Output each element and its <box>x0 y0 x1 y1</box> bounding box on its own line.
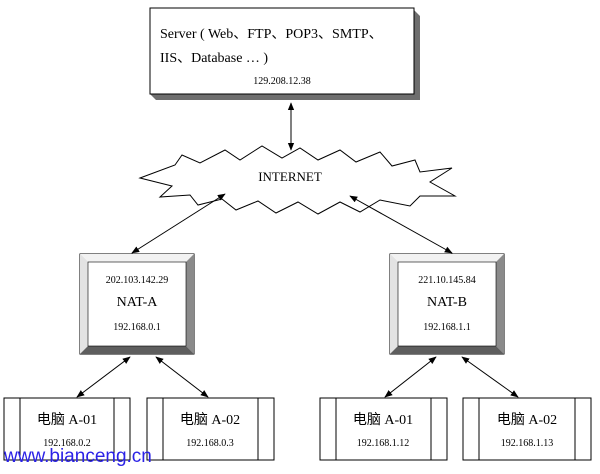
nat-b-pc2-link <box>461 356 519 398</box>
pc-ip: 192.168.0.2 <box>43 438 91 449</box>
pc-a01-lan-a: 电脑 A-01 192.168.0.2 <box>3 397 131 461</box>
pc-a02-lan-b: 电脑 A-02 192.168.1.13 <box>462 397 592 461</box>
nat-a-pc2-link <box>155 356 209 398</box>
pc-name: 电脑 A-02 <box>180 412 240 428</box>
nat-a-lan-ip: 192.168.0.1 <box>113 322 161 333</box>
internet-nat-a-link <box>131 193 226 254</box>
server-label-line1: Server ( Web、FTP、POP3、SMTP、 <box>160 27 383 42</box>
pc-ip: 192.168.0.3 <box>186 438 234 449</box>
nat-b-wan-ip: 221.10.145.84 <box>418 275 476 286</box>
nat-a-name: NAT-A <box>117 295 159 310</box>
pc-name: 电脑 A-01 <box>37 412 97 428</box>
pc-ip: 192.168.1.12 <box>357 438 410 449</box>
internet-nat-b-link <box>349 195 453 254</box>
nat-b-name: NAT-B <box>427 295 467 310</box>
internet-cloud: INTERNET <box>138 145 457 215</box>
nat-b-pc1-link <box>384 356 437 398</box>
pc-name: 电脑 A-01 <box>353 412 413 428</box>
nat-a-pc1-link <box>76 356 131 398</box>
pc-a01-lan-b: 电脑 A-01 192.168.1.12 <box>319 397 448 461</box>
nat-a-box: 202.103.142.29 NAT-A 192.168.0.1 <box>79 253 195 355</box>
nat-b-box: 221.10.145.84 NAT-B 192.168.1.1 <box>389 253 505 355</box>
server-box: Server ( Web、FTP、POP3、SMTP、 IIS、Database… <box>149 7 420 100</box>
internet-label: INTERNET <box>258 169 322 184</box>
pc-a02-lan-a: 电脑 A-02 192.168.0.3 <box>146 397 275 461</box>
pc-ip: 192.168.1.13 <box>501 438 554 449</box>
server-label-line2: IIS、Database … ) <box>160 51 268 66</box>
nat-a-wan-ip: 202.103.142.29 <box>106 275 169 286</box>
pc-name: 电脑 A-02 <box>497 412 557 428</box>
server-ip: 129.208.12.38 <box>253 76 311 87</box>
nat-b-lan-ip: 192.168.1.1 <box>423 322 471 333</box>
watermark-text: www.bianceng.cn <box>3 446 152 467</box>
